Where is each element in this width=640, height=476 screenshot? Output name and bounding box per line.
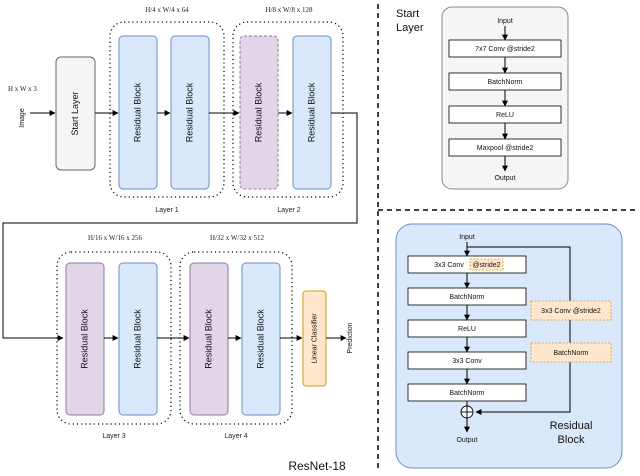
shortcut-conv-block bbox=[530, 300, 612, 321]
start-step-maxpool-label: Maxpool @stride2 bbox=[477, 145, 534, 152]
diagram-title: ResNet-18 bbox=[288, 459, 346, 473]
res-conv1-stride-label: @stride2 bbox=[472, 262, 500, 269]
layer3-group bbox=[56, 251, 172, 425]
res-step-conv2-label: 3x3 Conv bbox=[452, 358, 482, 365]
layer2-dim: H/8 x W/8 x 128 bbox=[266, 6, 313, 14]
start-step-bn-label: BatchNorm bbox=[487, 79, 522, 86]
shortcut-bn-block bbox=[530, 342, 612, 363]
start-layer-block-label: Start Layer bbox=[70, 91, 80, 135]
res-step-bn2-label: BatchNorm bbox=[449, 390, 484, 397]
res-panel-heading-1: Residual bbox=[550, 420, 593, 432]
image-label: Image bbox=[19, 108, 26, 128]
layer3-residual-block-2 bbox=[118, 262, 158, 416]
layer2-block2-label: Residual Block bbox=[306, 82, 316, 142]
start-panel-output: Output bbox=[494, 175, 515, 182]
res-panel-heading-2: Block bbox=[558, 434, 585, 446]
layer4-block1-label: Residual Block bbox=[203, 309, 213, 369]
layer3-block2-label: Residual Block bbox=[132, 309, 142, 369]
shortcut-conv-label: 3x3 Conv @stride2 bbox=[541, 308, 601, 315]
layer1-block2-label: Residual Block bbox=[184, 82, 194, 142]
layer2-label: Layer 2 bbox=[277, 207, 300, 214]
residual-block-panel bbox=[395, 223, 623, 469]
layer1-group bbox=[109, 21, 225, 198]
res-step-bn1-label: BatchNorm bbox=[449, 294, 484, 301]
shortcut-bn-label: BatchNorm bbox=[553, 350, 588, 357]
res-step-conv1-label: 3x3 Conv bbox=[434, 262, 464, 269]
layer1-block1-label: Residual Block bbox=[132, 82, 142, 142]
res-panel-input: Input bbox=[459, 234, 475, 241]
res-conv1-stride-badge bbox=[469, 258, 504, 271]
start-step-relu-label: ReLU bbox=[496, 112, 514, 119]
layer4-label: Layer 4 bbox=[224, 433, 247, 440]
layer4-block2-label: Residual Block bbox=[255, 309, 265, 369]
start-panel-input: Input bbox=[497, 18, 513, 25]
start-panel-heading-1: Start bbox=[396, 8, 419, 20]
layer3-residual-block-1 bbox=[65, 262, 105, 416]
layer1-dim: H/4 x W/4 x 64 bbox=[145, 6, 189, 14]
layer2-group bbox=[232, 21, 344, 198]
layer3-block1-label: Residual Block bbox=[79, 309, 89, 369]
res-step-relu-label: ReLU bbox=[458, 326, 476, 333]
linear-classifier-label: Linear Classifier bbox=[311, 313, 318, 364]
layer4-group bbox=[179, 251, 293, 425]
layer2-block1-label: Residual Block bbox=[253, 82, 263, 142]
res-step-conv1 bbox=[407, 255, 527, 274]
layer2-residual-block-1 bbox=[239, 35, 279, 190]
layer3-dim: H/16 x W/16 x 256 bbox=[88, 234, 142, 242]
res-panel-output: Output bbox=[456, 437, 477, 444]
layer4-residual-block-2 bbox=[241, 262, 281, 416]
layer1-label: Layer 1 bbox=[155, 207, 178, 214]
start-panel-heading-2: Layer bbox=[396, 22, 424, 34]
input-dim-label: H x W x 3 bbox=[8, 85, 37, 93]
start-step-conv-label: 7x7 Conv @stride2 bbox=[475, 46, 535, 53]
arrow-layer2-to-layer3 bbox=[2, 112, 358, 341]
layer4-dim: H/32 x W/32 x 512 bbox=[210, 234, 264, 242]
layer4-residual-block-1 bbox=[189, 262, 229, 416]
res-shortcut-path bbox=[467, 246, 571, 415]
layer3-label: Layer 3 bbox=[102, 433, 125, 440]
prediction-label: Prediction bbox=[347, 322, 354, 353]
